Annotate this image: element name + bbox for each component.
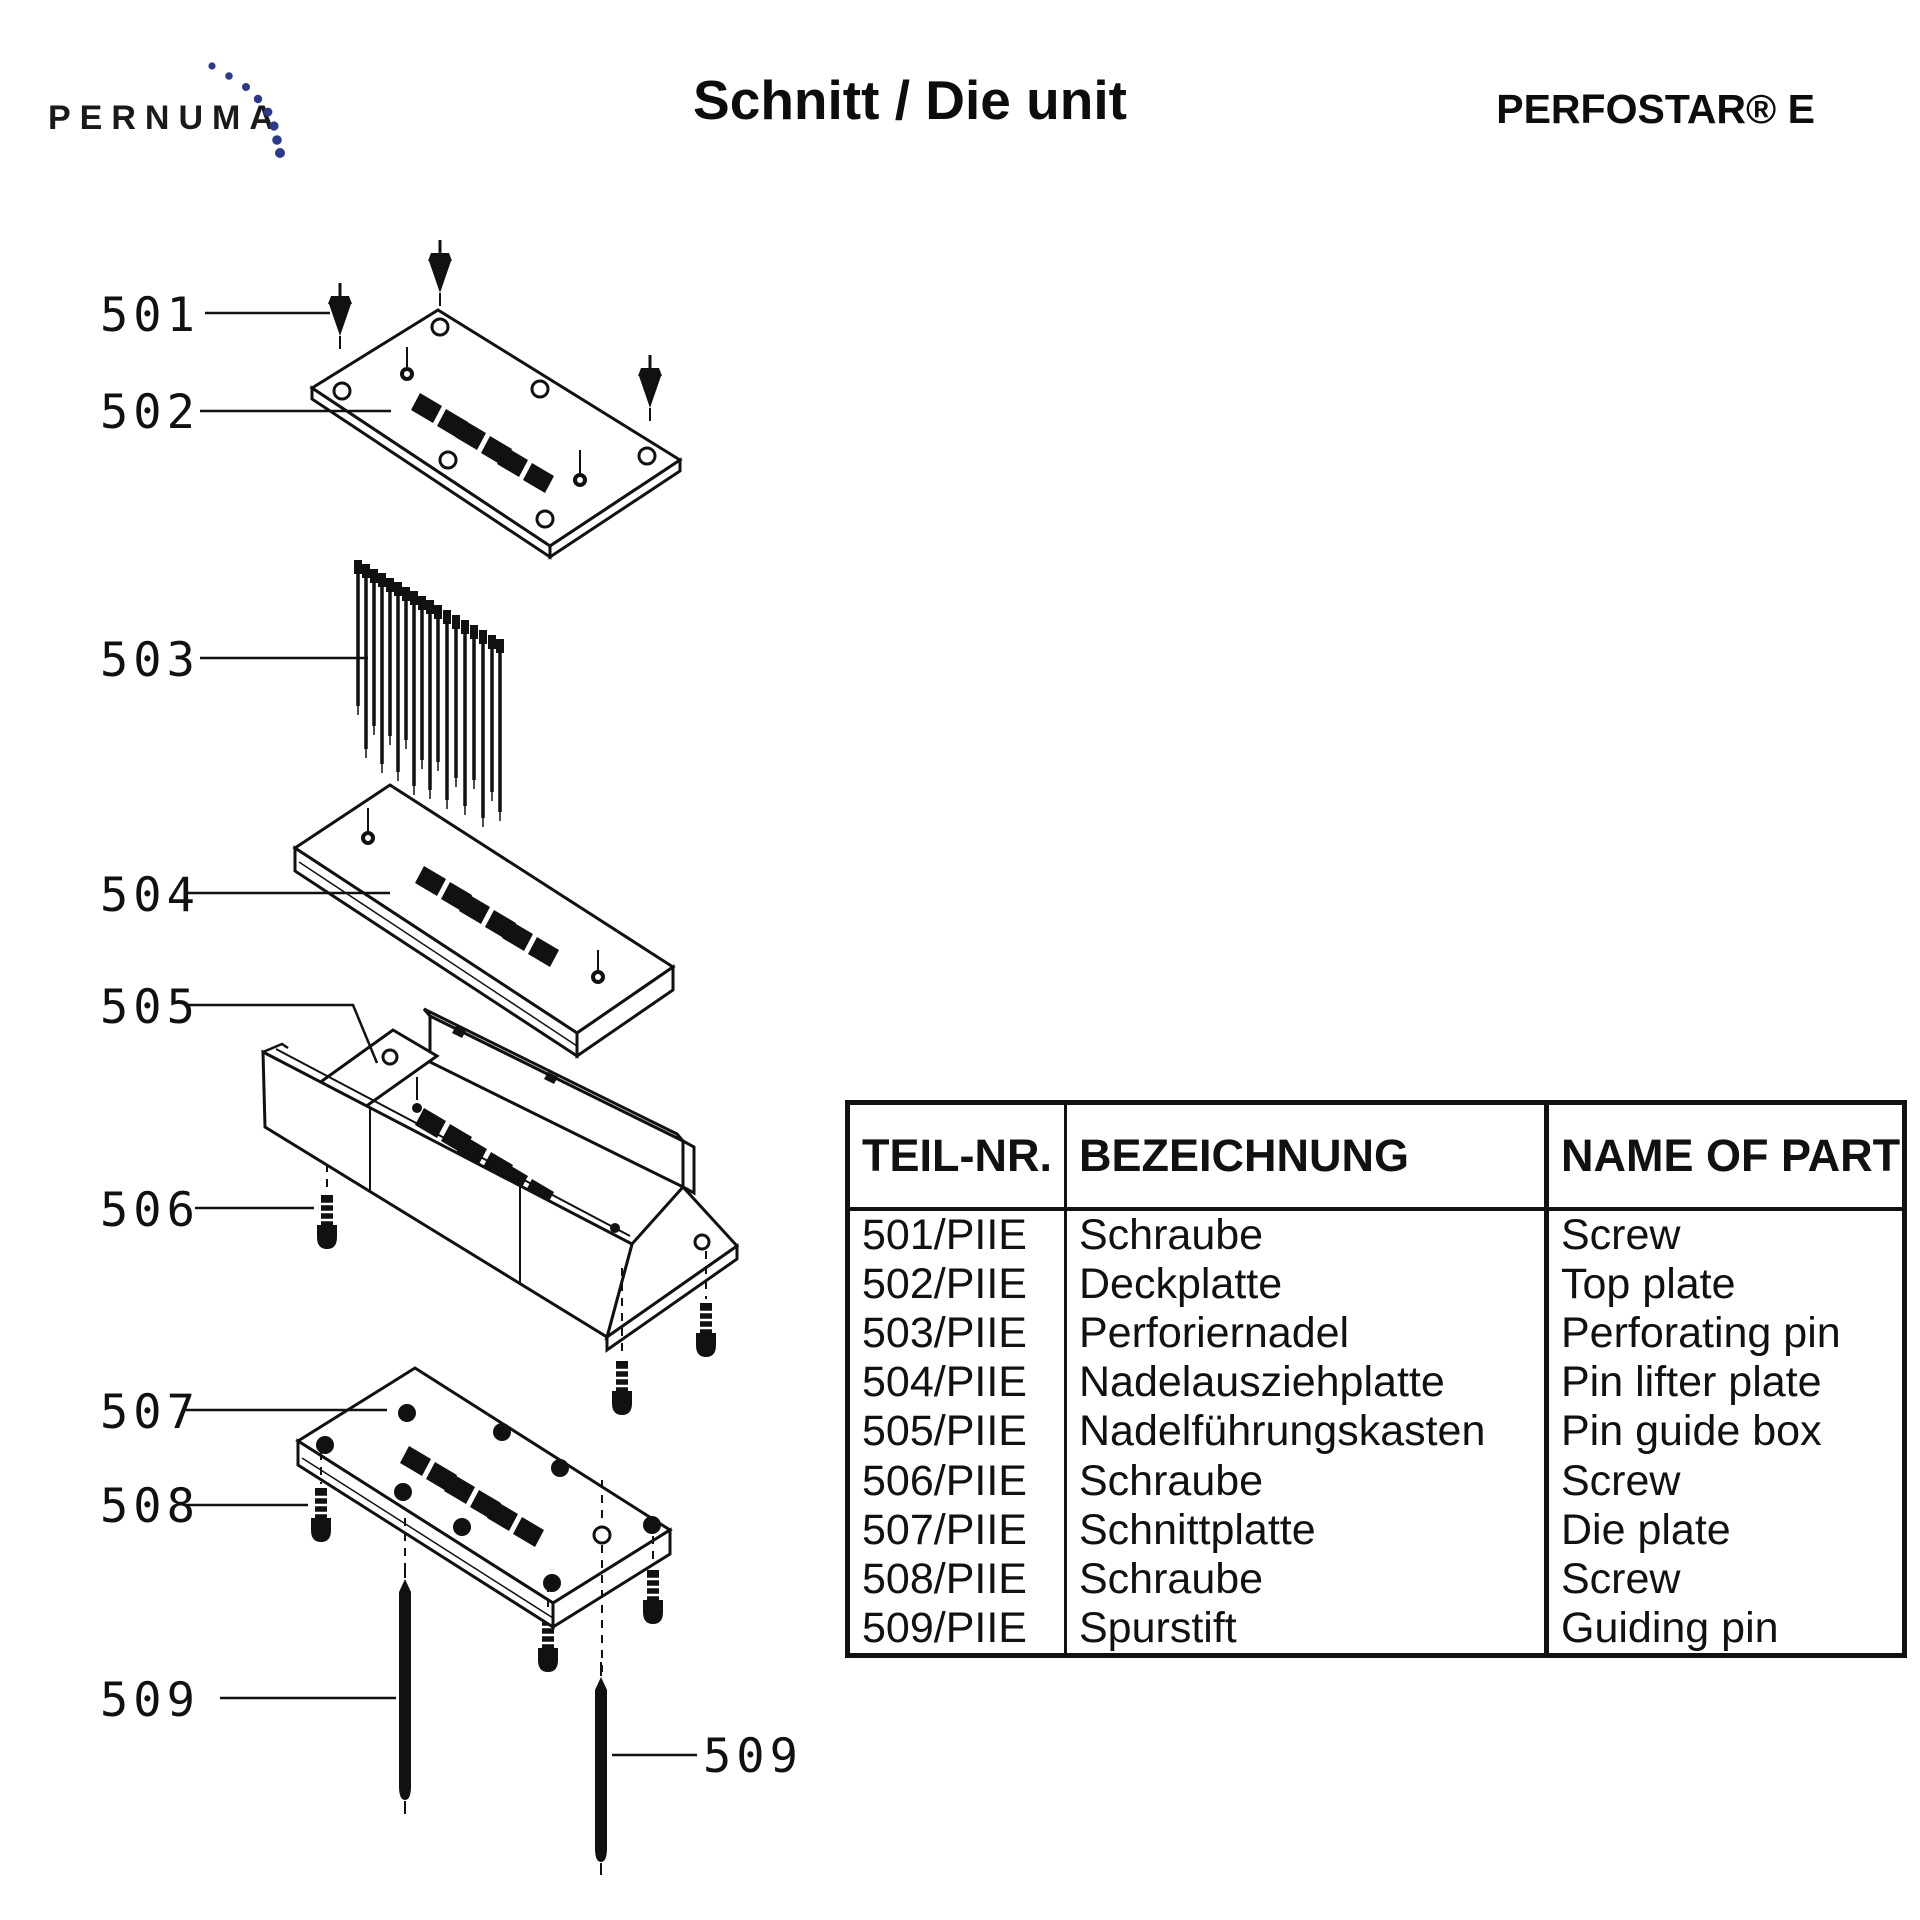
logo-dots <box>208 62 285 158</box>
callout-509: 509 <box>100 1673 200 1728</box>
cell-en: Die plate <box>1561 1505 1731 1554</box>
table-row: 505/PIIE Nadelführungskasten Pin guide b… <box>847 1407 1905 1457</box>
table-row: 502/PIIE Deckplatte Top plate <box>847 1260 1905 1310</box>
part-509-guiding-pins <box>399 1564 607 1875</box>
cell-de: Nadelführungskasten <box>1065 1407 1549 1457</box>
header-bezeichnung: BEZEICHNUNG <box>1065 1102 1549 1211</box>
callout-504: 504 <box>100 868 200 923</box>
table-row: 501/PIIE Schraube Screw <box>847 1209 1905 1261</box>
cell-en: Pin lifter plate <box>1561 1358 1822 1407</box>
callout-508: 508 <box>100 1479 200 1534</box>
cell-en: Screw <box>1561 1211 1681 1260</box>
cell-en: Pin guide box <box>1561 1407 1822 1456</box>
logo-dots-arc <box>208 62 285 158</box>
callout-leader-lines <box>185 311 697 1757</box>
product-name: PERFOSTAR® E <box>1496 86 1815 132</box>
cell-de: Nadelausziehplatte <box>1065 1358 1549 1408</box>
cell-de: Schraube <box>1065 1554 1549 1604</box>
part-504-pin-lifter-plate <box>292 783 676 1059</box>
cell-part-nr: 504/PIIE <box>847 1358 1067 1408</box>
cell-en: Top plate <box>1561 1260 1736 1309</box>
part-507-die-plate <box>295 1366 673 1630</box>
table-row: 503/PIIE Perforiernadel Perforating pin <box>847 1309 1905 1359</box>
pin-hole-icon <box>361 831 375 845</box>
header-name-of-part: NAME OF PART <box>1546 1102 1905 1211</box>
callout-509b: 509 <box>703 1729 800 1784</box>
cell-part-nr: 508/PIIE <box>847 1554 1067 1604</box>
cell-de: Perforiernadel <box>1065 1309 1549 1359</box>
cell-part-nr: 505/PIIE <box>847 1407 1067 1457</box>
cell-de: Deckplatte <box>1065 1260 1549 1310</box>
callout-501: 501 <box>100 288 200 343</box>
callout-502: 502 <box>100 385 200 440</box>
part-503-perforating-pins <box>354 560 504 827</box>
table-row: 509/PIIE Spurstift Guiding pin <box>847 1603 1905 1656</box>
cell-part-nr: 501/PIIE <box>847 1209 1067 1261</box>
pin-hole-icon <box>591 970 605 984</box>
cell-part-nr: 507/PIIE <box>847 1505 1067 1555</box>
cell-part-nr: 509/PIIE <box>847 1603 1067 1656</box>
cell-de: Schnittplatte <box>1065 1505 1549 1555</box>
exploded-view-diagram: 501 502 503 504 505 506 507 508 509 509 <box>100 238 800 1875</box>
cell-de: Spurstift <box>1065 1603 1549 1656</box>
table-row: 508/PIIE Schraube Screw <box>847 1554 1905 1604</box>
parts-table: TEIL-NR. BEZEICHNUNG NAME OF PART 501/PI… <box>845 1100 1907 1658</box>
cell-part-nr: 503/PIIE <box>847 1309 1067 1359</box>
cell-de: Schraube <box>1065 1456 1549 1506</box>
page-title: Schnitt / Die unit <box>693 69 1127 131</box>
pin-hole-icon <box>573 473 587 487</box>
pin-hole-icon <box>400 367 414 381</box>
table-row: 507/PIIE Schnittplatte Die plate <box>847 1505 1905 1555</box>
table-row: 504/PIIE Nadelausziehplatte Pin lifter p… <box>847 1358 1905 1408</box>
cell-en: Perforating pin <box>1561 1309 1841 1358</box>
cell-de: Schraube <box>1065 1209 1549 1261</box>
callout-506: 506 <box>100 1183 200 1238</box>
cell-en: Guiding pin <box>1561 1603 1779 1652</box>
part-505-pin-guide-box <box>261 1007 740 1353</box>
cell-part-nr: 506/PIIE <box>847 1456 1067 1506</box>
part-502-top-plate <box>309 308 683 560</box>
table-row: 506/PIIE Schraube Screw <box>847 1456 1905 1506</box>
cell-en: Screw <box>1561 1554 1681 1603</box>
cell-part-nr: 502/PIIE <box>847 1260 1067 1310</box>
callout-505: 505 <box>100 980 200 1035</box>
cell-en: Screw <box>1561 1456 1681 1505</box>
pernuma-logo: PERNUMA <box>48 99 283 137</box>
callout-507: 507 <box>100 1385 200 1440</box>
header-teil-nr: TEIL-NR. <box>847 1102 1067 1211</box>
callout-503: 503 <box>100 633 200 688</box>
table-header-row: TEIL-NR. BEZEICHNUNG NAME OF PART <box>847 1102 1905 1211</box>
